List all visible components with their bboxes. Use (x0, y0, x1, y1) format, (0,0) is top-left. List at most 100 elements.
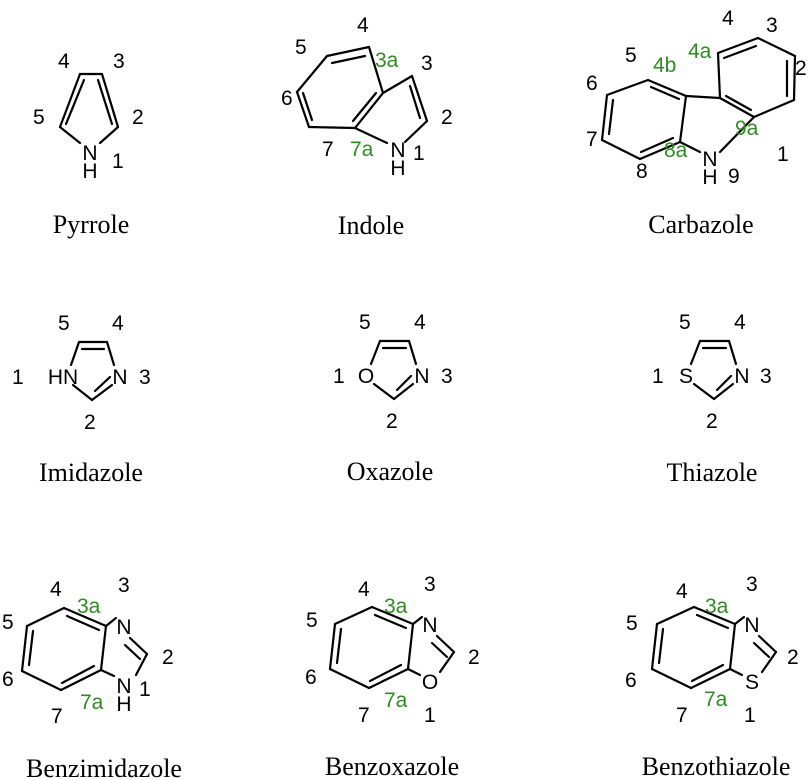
benzoxazole-locant-6: 6 (305, 666, 317, 689)
pyrrole-locant-1: 1 (112, 150, 124, 173)
benzothiazole-locant-1: 1 (744, 704, 756, 727)
pyrrole-locant-5: 5 (33, 106, 45, 129)
carbazole-locant-8a: 8a (664, 139, 688, 162)
imidazole-locant-4: 4 (112, 312, 124, 335)
pyrrole-structure: N H 1 2 3 4 5 Pyrrole (33, 50, 144, 239)
imidazole-name: Imidazole (39, 458, 143, 487)
indole-locant-2: 2 (441, 106, 453, 129)
benzimidazole-locant-7a: 7a (80, 691, 104, 714)
thiazole-atom-n: N (734, 365, 749, 388)
benzoxazole-structure: N O 1 2 3 4 5 6 7 3a 7a Benzoxazole (305, 573, 480, 780)
benzimidazole-locant-3: 3 (118, 574, 130, 597)
thiazole-locant-5: 5 (679, 311, 691, 334)
benzimidazole-locant-7: 7 (51, 705, 63, 728)
benzimidazole-locant-5: 5 (2, 611, 14, 634)
imidazole-locant-2: 2 (84, 411, 96, 434)
benzimidazole-bonds (20, 606, 149, 692)
thiazole-locant-4: 4 (734, 311, 746, 334)
benzimidazole-locant-1: 1 (139, 678, 151, 701)
oxazole-locant-5: 5 (359, 311, 371, 334)
benzothiazole-structure: N S 1 2 3 4 5 6 7 3a 7a Benzothiazole (625, 573, 799, 780)
carbazole-locant-2: 2 (795, 57, 807, 80)
benzimidazole-atom-n1: N (116, 675, 131, 698)
imidazole-locant-5: 5 (58, 312, 70, 335)
indole-bonds (295, 45, 429, 145)
benzothiazole-atom-s: S (745, 671, 759, 694)
thiazole-bonds (689, 339, 738, 401)
indole-locant-7: 7 (322, 138, 334, 161)
indole-locant-3a: 3a (375, 49, 399, 72)
benzothiazole-locant-3a: 3a (705, 595, 729, 618)
imidazole-atom-hn: HN (48, 366, 78, 389)
oxazole-locant-1: 1 (333, 365, 345, 388)
carbazole-locant-1: 1 (777, 143, 789, 166)
pyrrole-name: Pyrrole (53, 210, 130, 239)
carbazole-locant-4b: 4b (653, 54, 676, 77)
benzoxazole-locant-3a: 3a (384, 595, 408, 618)
oxazole-atom-n: N (414, 365, 429, 388)
indole-atom-h: H (390, 157, 405, 180)
carbazole-atom-h: H (702, 166, 717, 189)
thiazole-locant-1: 1 (652, 365, 664, 388)
thiazole-locant-2: 2 (706, 410, 718, 433)
benzimidazole-atom-n3: N (116, 616, 131, 639)
imidazole-structure: HN N 1 2 3 4 5 Imidazole (12, 312, 151, 487)
imidazole-bonds (69, 340, 116, 402)
benzimidazole-locant-2: 2 (162, 646, 174, 669)
carbazole-structure: N H 1 2 3 4 5 6 7 8 9 4a 4b 8a 9a Carbaz… (586, 7, 807, 239)
benzimidazole-atom-h: H (116, 693, 131, 716)
carbazole-locant-6: 6 (586, 72, 598, 95)
benzoxazole-atom-n: N (422, 614, 437, 637)
indole-locant-1: 1 (413, 142, 425, 165)
oxazole-atom-o: O (358, 365, 374, 388)
benzoxazole-locant-2: 2 (468, 646, 480, 669)
pyrrole-locant-3: 3 (113, 50, 125, 73)
benzoxazole-name: Benzoxazole (325, 752, 459, 780)
carbazole-locant-7: 7 (586, 128, 598, 151)
oxazole-locant-3: 3 (441, 365, 453, 388)
oxazole-locant-2: 2 (386, 410, 398, 433)
benzimidazole-locant-6: 6 (2, 668, 14, 691)
pyrrole-atom-h: H (82, 160, 97, 183)
carbazole-bonds (600, 36, 797, 161)
carbazole-locant-4a: 4a (688, 40, 712, 63)
thiazole-name: Thiazole (667, 458, 758, 487)
benzoxazole-locant-1: 1 (424, 704, 436, 727)
benzoxazole-locant-5: 5 (306, 609, 318, 632)
benzothiazole-name: Benzothiazole (642, 752, 791, 780)
oxazole-bonds (369, 339, 418, 401)
indole-name: Indole (338, 211, 404, 240)
benzothiazole-locant-4: 4 (676, 580, 688, 603)
indole-atom-n: N (390, 139, 405, 162)
benzothiazole-locant-6: 6 (625, 669, 637, 692)
indole-locant-7a: 7a (350, 138, 374, 161)
pyrrole-locant-4: 4 (58, 50, 70, 73)
benzothiazole-locant-7: 7 (676, 704, 688, 727)
benzothiazole-atom-n: N (744, 614, 759, 637)
carbazole-locant-4: 4 (722, 7, 734, 30)
oxazole-locant-4: 4 (414, 311, 426, 334)
carbazole-name: Carbazole (648, 210, 753, 239)
benzoxazole-locant-3: 3 (424, 573, 436, 596)
benzoxazole-locant-7: 7 (358, 704, 370, 727)
imidazole-locant-3: 3 (139, 366, 151, 389)
benzimidazole-locant-3a: 3a (77, 595, 101, 618)
benzoxazole-bonds (328, 605, 456, 690)
benzothiazole-locant-2: 2 (787, 646, 799, 669)
benzimidazole-locant-4: 4 (50, 578, 62, 601)
carbazole-locant-5: 5 (625, 44, 637, 67)
imidazole-locant-1: 1 (12, 366, 24, 389)
carbazole-locant-8: 8 (636, 160, 648, 183)
benzoxazole-atom-o: O (422, 671, 438, 694)
oxazole-name: Oxazole (347, 457, 434, 486)
pyrrole-locant-2: 2 (132, 106, 144, 129)
imidazole-atom-n: N (112, 366, 127, 389)
indole-locant-6: 6 (281, 87, 293, 110)
benzothiazole-bonds (650, 605, 778, 690)
thiazole-atom-s: S (679, 365, 693, 388)
benzimidazole-name: Benzimidazole (26, 754, 182, 780)
benzothiazole-locant-7a: 7a (704, 688, 728, 711)
benzothiazole-locant-5: 5 (626, 612, 638, 635)
indole-locant-4: 4 (357, 14, 369, 37)
